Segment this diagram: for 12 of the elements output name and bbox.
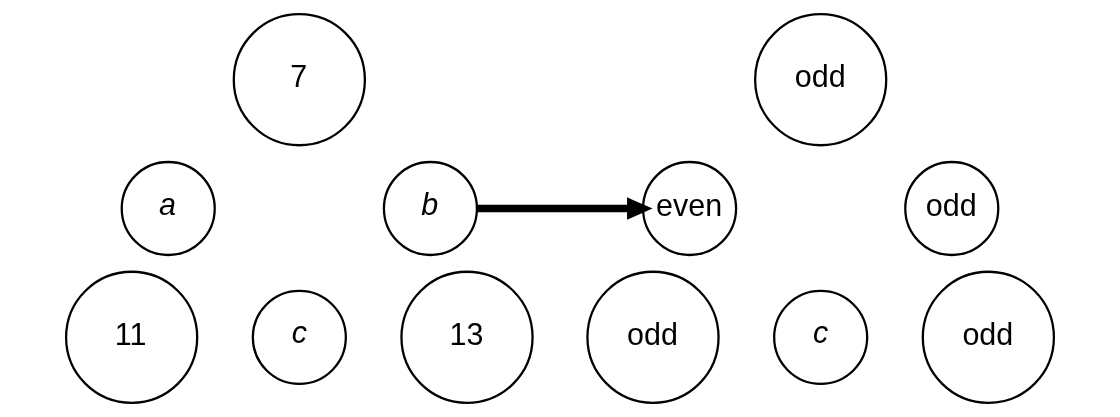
node-circle: a bbox=[120, 160, 216, 257]
node-circle: c bbox=[773, 289, 869, 385]
node-circle: c bbox=[251, 289, 347, 385]
node-circle: 11 bbox=[64, 270, 199, 404]
node-circle: 13 bbox=[400, 270, 534, 404]
node-circle: even bbox=[641, 160, 738, 257]
node-circle: odd bbox=[586, 270, 720, 404]
node-circle: odd bbox=[753, 13, 888, 147]
node-circle: 7 bbox=[232, 13, 367, 147]
node-circle: b bbox=[382, 160, 479, 257]
node-circle: odd bbox=[904, 160, 1000, 257]
node-circle: odd bbox=[921, 270, 1056, 404]
